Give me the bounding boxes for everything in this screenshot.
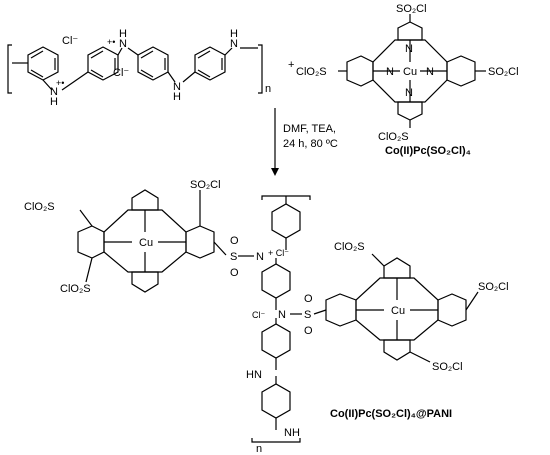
left-pc-so2cl-top: SO₂Cl [190, 179, 221, 191]
benzene-ring-4 [194, 46, 226, 81]
nh-label-4: N [230, 38, 238, 50]
product-left-pc: ClO₂S SO₂Cl ClO₂S Cu S O O [24, 179, 239, 295]
aza-n-top: N [405, 43, 413, 55]
product-name: Co(II)Pc(SO₂Cl)₄@PANI [330, 408, 452, 420]
clo2s-bottom: ClO₂S [378, 131, 409, 143]
reaction-arrow [271, 108, 279, 176]
left-bracket [7, 44, 12, 94]
right-pc-clo2s-top: ClO₂S [334, 241, 365, 253]
chain-ring-a [271, 203, 301, 239]
h-label-4: H [230, 28, 238, 40]
isoindole-bottom [397, 101, 423, 121]
radical-cation-1: +• [56, 78, 64, 88]
left-pc-clo2s-bottom: ClO₂S [60, 283, 91, 295]
right-pc-so2cl-bottom: SO₂Cl [432, 361, 463, 373]
chain-nh: NH [284, 427, 300, 439]
right-pc-o-bottom: O [304, 325, 313, 337]
left-pc-iso-top [131, 189, 159, 211]
chain-n-plus-1: N [256, 251, 264, 263]
right-pc-metal: Cu [391, 305, 405, 317]
cl-anion-2: Cl⁻ [113, 67, 129, 79]
h-label-1: H [50, 96, 58, 108]
h-label-2: H [119, 28, 127, 40]
reactant-complex-name: Co(II)Pc(SO₂Cl)₄ [385, 145, 471, 157]
left-pc-o-bottom: O [230, 267, 239, 279]
clo2s-left: ClO₂S [296, 66, 327, 78]
metal-center: Cu [403, 66, 417, 78]
pani-reactant: n N H +• Cl⁻ N H +• [7, 28, 271, 108]
chain-repeat-n: n [256, 443, 262, 455]
chain-cl-2: Cl⁻ [252, 310, 265, 320]
chain-ring-d [261, 383, 291, 419]
isoindole-right [446, 55, 476, 87]
chain-ring-b [261, 263, 291, 299]
left-pc-clo2s-top: ClO₂S [24, 201, 55, 213]
isoindole-left [346, 55, 374, 87]
conditions-line-2: 24 h, 80 ºC [283, 138, 338, 150]
right-pc-o-top: O [304, 293, 313, 305]
aza-n-left: N [386, 66, 394, 78]
isoindole-top [397, 21, 423, 41]
left-pc-iso-bottom [131, 271, 159, 293]
right-pc-link-s: S [304, 309, 311, 321]
left-pc-link-s: S [230, 251, 237, 263]
cl-anion-1: Cl⁻ [62, 35, 78, 47]
arrow-head [271, 168, 279, 176]
chain-n-plus-2: N [278, 309, 286, 321]
chain-hn: HN [246, 369, 262, 381]
left-pc-iso-left [77, 225, 105, 259]
left-pc-o-top: O [230, 235, 239, 247]
right-pc-iso-left [325, 293, 357, 327]
right-pc-iso-right [437, 293, 467, 327]
benzene-ring-1 [27, 46, 59, 81]
aza-n-right: N [426, 66, 434, 78]
chain-ring-c [261, 323, 291, 359]
aza-n-bottom: N [405, 87, 413, 99]
so2cl-top: SO₂Cl [396, 3, 427, 15]
radical-cation-2: +• [107, 37, 115, 47]
right-pc-so2cl-right: SO₂Cl [478, 281, 509, 293]
plus-sign: + [288, 59, 294, 71]
product-pani-chain: n N + Cl⁻ N Cl⁻ HN NH [238, 195, 311, 455]
benzene-ring-3 [137, 46, 169, 81]
chain-bottom-bracket [251, 438, 301, 443]
h-label-3: H [173, 91, 181, 103]
right-bracket [258, 44, 263, 94]
left-pc-iso-right [185, 225, 215, 259]
left-pc-metal: Cu [139, 237, 153, 249]
product-right-pc: S O O ClO₂S SO₂Cl SO₂Cl Cu [304, 241, 509, 373]
right-pc-iso-top [383, 257, 411, 279]
so2cl-right: SO₂Cl [488, 66, 519, 78]
nh-label-1: N [50, 86, 58, 98]
conditions-line-1: DMF, TEA, [283, 123, 336, 135]
nh-label-3: N [173, 81, 181, 93]
right-pc-iso-bottom [383, 339, 411, 361]
nh-label-2: N [119, 38, 127, 50]
pc-complex-reactant: SO₂Cl ClO₂S SO₂Cl ClO₂S Cu N N N N Co(II… [296, 3, 519, 157]
chain-cl-1: + Cl⁻ [268, 248, 289, 258]
repeat-n: n [265, 83, 271, 95]
